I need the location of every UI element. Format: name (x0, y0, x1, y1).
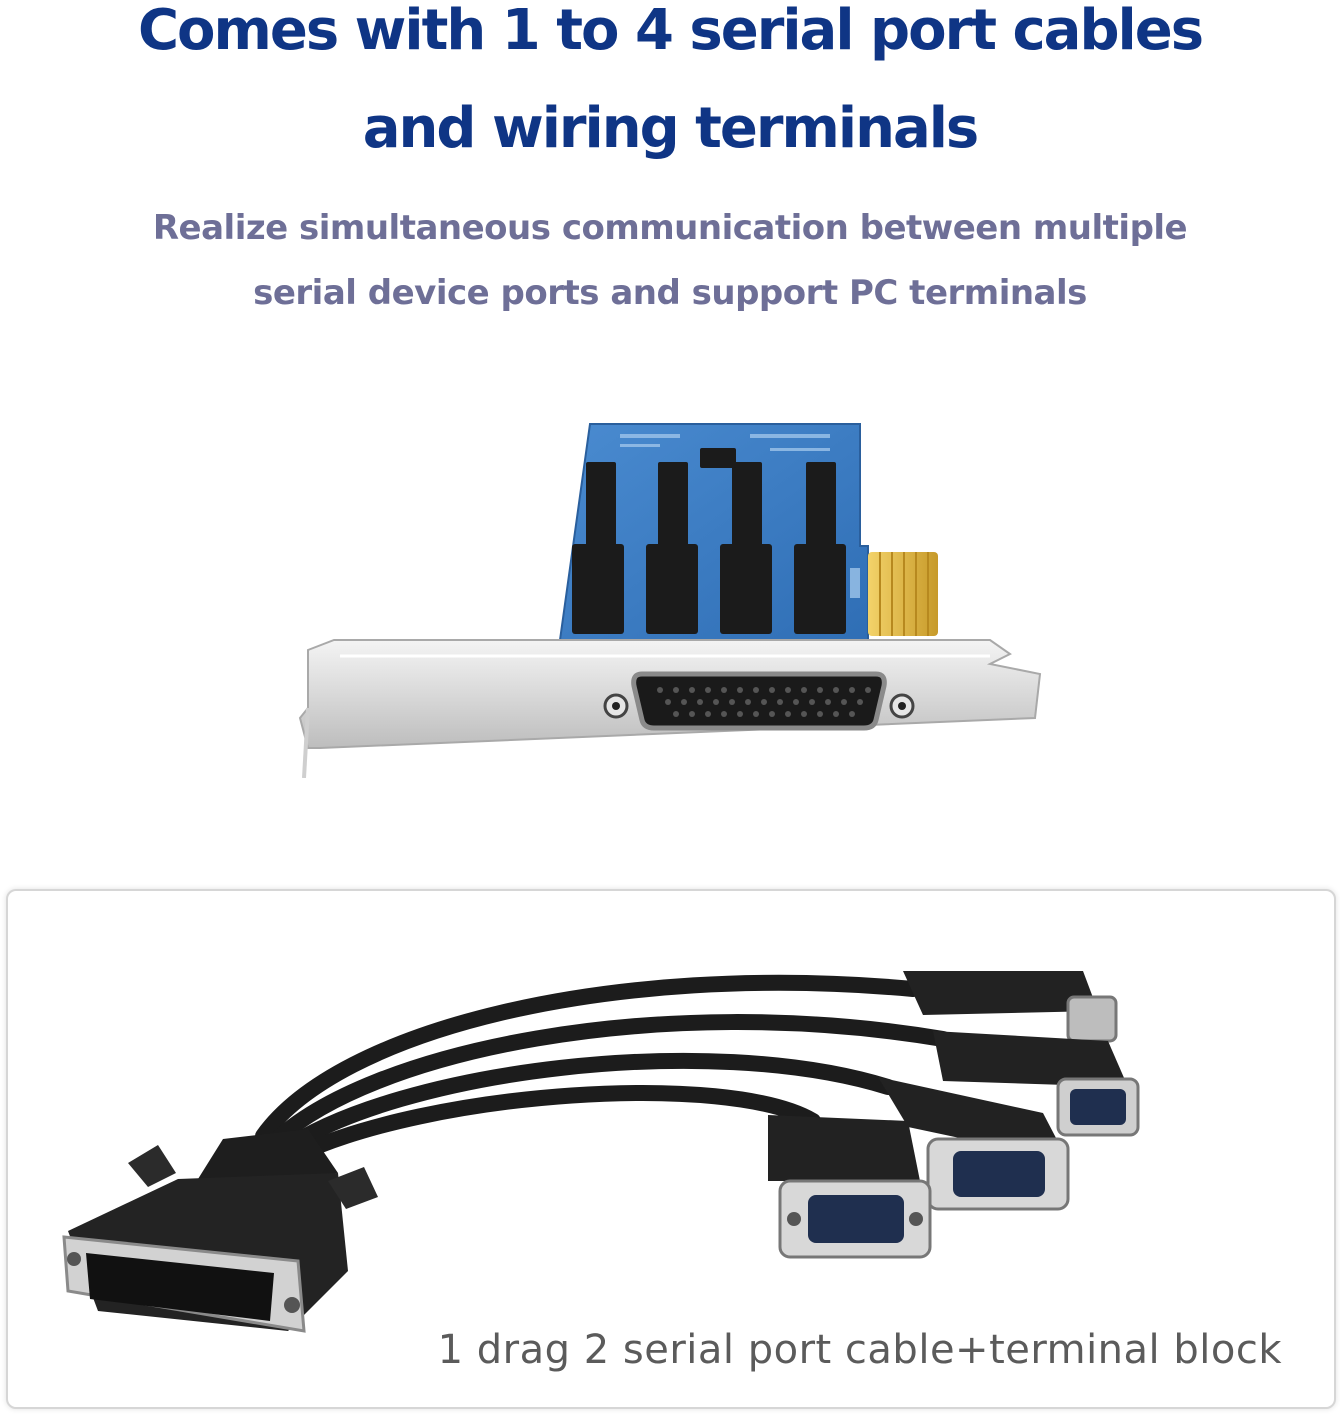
subheadline-line-2: serial device ports and support PC termi… (253, 273, 1087, 313)
breakout-cable-image (62, 971, 1140, 1333)
cable-caption: 1 drag 2 serial port cable+terminal bloc… (437, 1327, 1282, 1373)
subheadline: Realize simultaneous communication betwe… (0, 196, 1340, 326)
headline-line-1: Comes with 1 to 4 serial port cables (137, 0, 1204, 63)
db44-male-connector (62, 1129, 378, 1333)
headline-line-2: and wiring terminals (362, 96, 980, 161)
subheadline-line-1: Realize simultaneous communication betwe… (152, 208, 1188, 248)
db9-connector-3 (878, 1077, 1070, 1211)
cable-panel: 1 drag 2 serial port cable+terminal bloc… (6, 889, 1336, 1409)
cable-wires (255, 974, 951, 1165)
db9-connector-4 (768, 1115, 932, 1259)
headline: Comes with 1 to 4 serial port cables and… (0, 0, 1340, 178)
chip-columns (572, 448, 846, 634)
pcie-serial-card-image (298, 423, 1042, 778)
db9-connector-2 (933, 1031, 1140, 1137)
db9-connector-1 (903, 971, 1118, 1043)
